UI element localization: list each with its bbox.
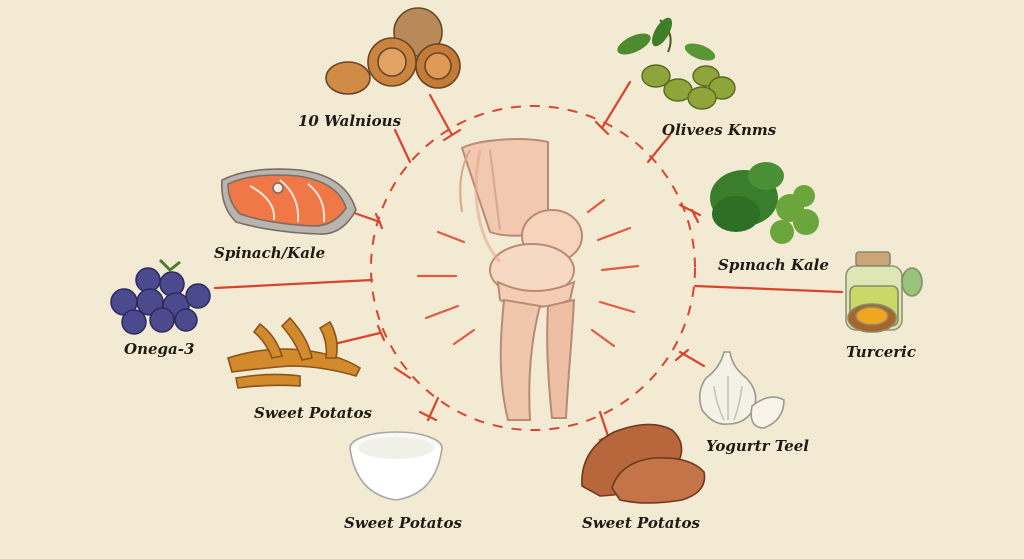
- label-garlic: Yogurtr Teel: [706, 437, 809, 455]
- yogurt-bowl-illustration: [349, 431, 443, 501]
- ginger-illustration: [227, 316, 362, 389]
- dashed-ring: [370, 105, 696, 431]
- garlic-illustration: [698, 351, 785, 429]
- salmon-illustration: [220, 168, 357, 235]
- olives-illustration: [617, 17, 736, 110]
- label-walnuts: 10 Walnious: [298, 112, 402, 130]
- label-yogurt-bowl: Sweet Potatos: [344, 514, 462, 532]
- turmeric-jar-illustration: [845, 251, 923, 333]
- label-salmon: Spinach/Kale: [214, 244, 326, 262]
- knee-joint-illustration: [459, 138, 583, 421]
- label-ginger: Sweet Potatos: [254, 404, 372, 422]
- sweet-potatoes-illustration: [581, 423, 706, 504]
- label-olives: Olivees Knms: [662, 121, 777, 139]
- spinach-kale-illustration: [710, 162, 819, 244]
- label-blueberries: Onega-3: [124, 340, 195, 358]
- walnuts-illustration: [325, 7, 461, 95]
- pain-rays: [416, 198, 640, 348]
- label-sweet-potatoes: Sweet Potatos: [582, 514, 700, 532]
- label-spinach: Spınach Kale: [718, 256, 829, 274]
- label-turmeric: Turceric: [846, 343, 917, 361]
- blueberries-illustration: [110, 258, 211, 335]
